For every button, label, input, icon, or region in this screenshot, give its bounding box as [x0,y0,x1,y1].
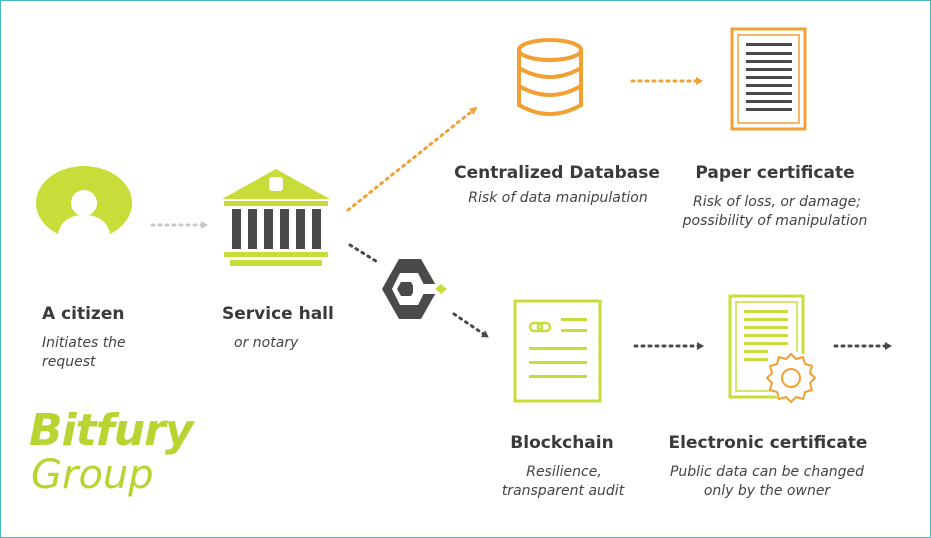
database-title: Centralized Database [454,163,660,183]
blockchain-subtitle-line1: Resilience, [526,464,602,480]
certificate-gear-icon [728,294,816,403]
service-hall-subtitle: or notary [234,335,299,351]
document-icon [730,27,807,131]
electronic-certificate-subtitle-line2: only by the owner [703,483,831,499]
blockchain-subtitle-line2: transparent audit [501,483,625,499]
arrow-hall-to-database [346,106,478,212]
arrow-hall-to-blockchain-b [452,312,490,339]
database-icon [517,38,583,116]
service-hall-title: Service hall [222,304,334,324]
citizen-subtitle-line2: request [42,354,96,370]
paper-certificate-subtitle-line2: possibility of manipulation [682,213,868,229]
blockchain-title: Blockchain [510,433,614,453]
electronic-certificate-subtitle-line1: Public data can be changed [669,464,865,480]
paper-certificate-subtitle-line1: Risk of loss, or damage; [692,194,862,210]
person-icon [36,166,132,240]
database-subtitle: Risk of data manipulation [468,190,648,206]
arrow-hall-to-blockchain-a [348,243,381,265]
chain-document-icon [513,299,602,403]
logo-wordmark-bitfury: Bitfury [29,405,193,456]
paper-certificate-title: Paper certificate [695,163,855,183]
logo-wordmark-group: Group [31,452,154,498]
citizen-title: A citizen [42,304,125,324]
electronic-certificate-title: Electronic certificate [668,433,868,453]
building-icon [222,169,330,266]
exonum-logo-icon [382,259,447,319]
citizen-subtitle-line1: Initiates the [42,335,126,351]
